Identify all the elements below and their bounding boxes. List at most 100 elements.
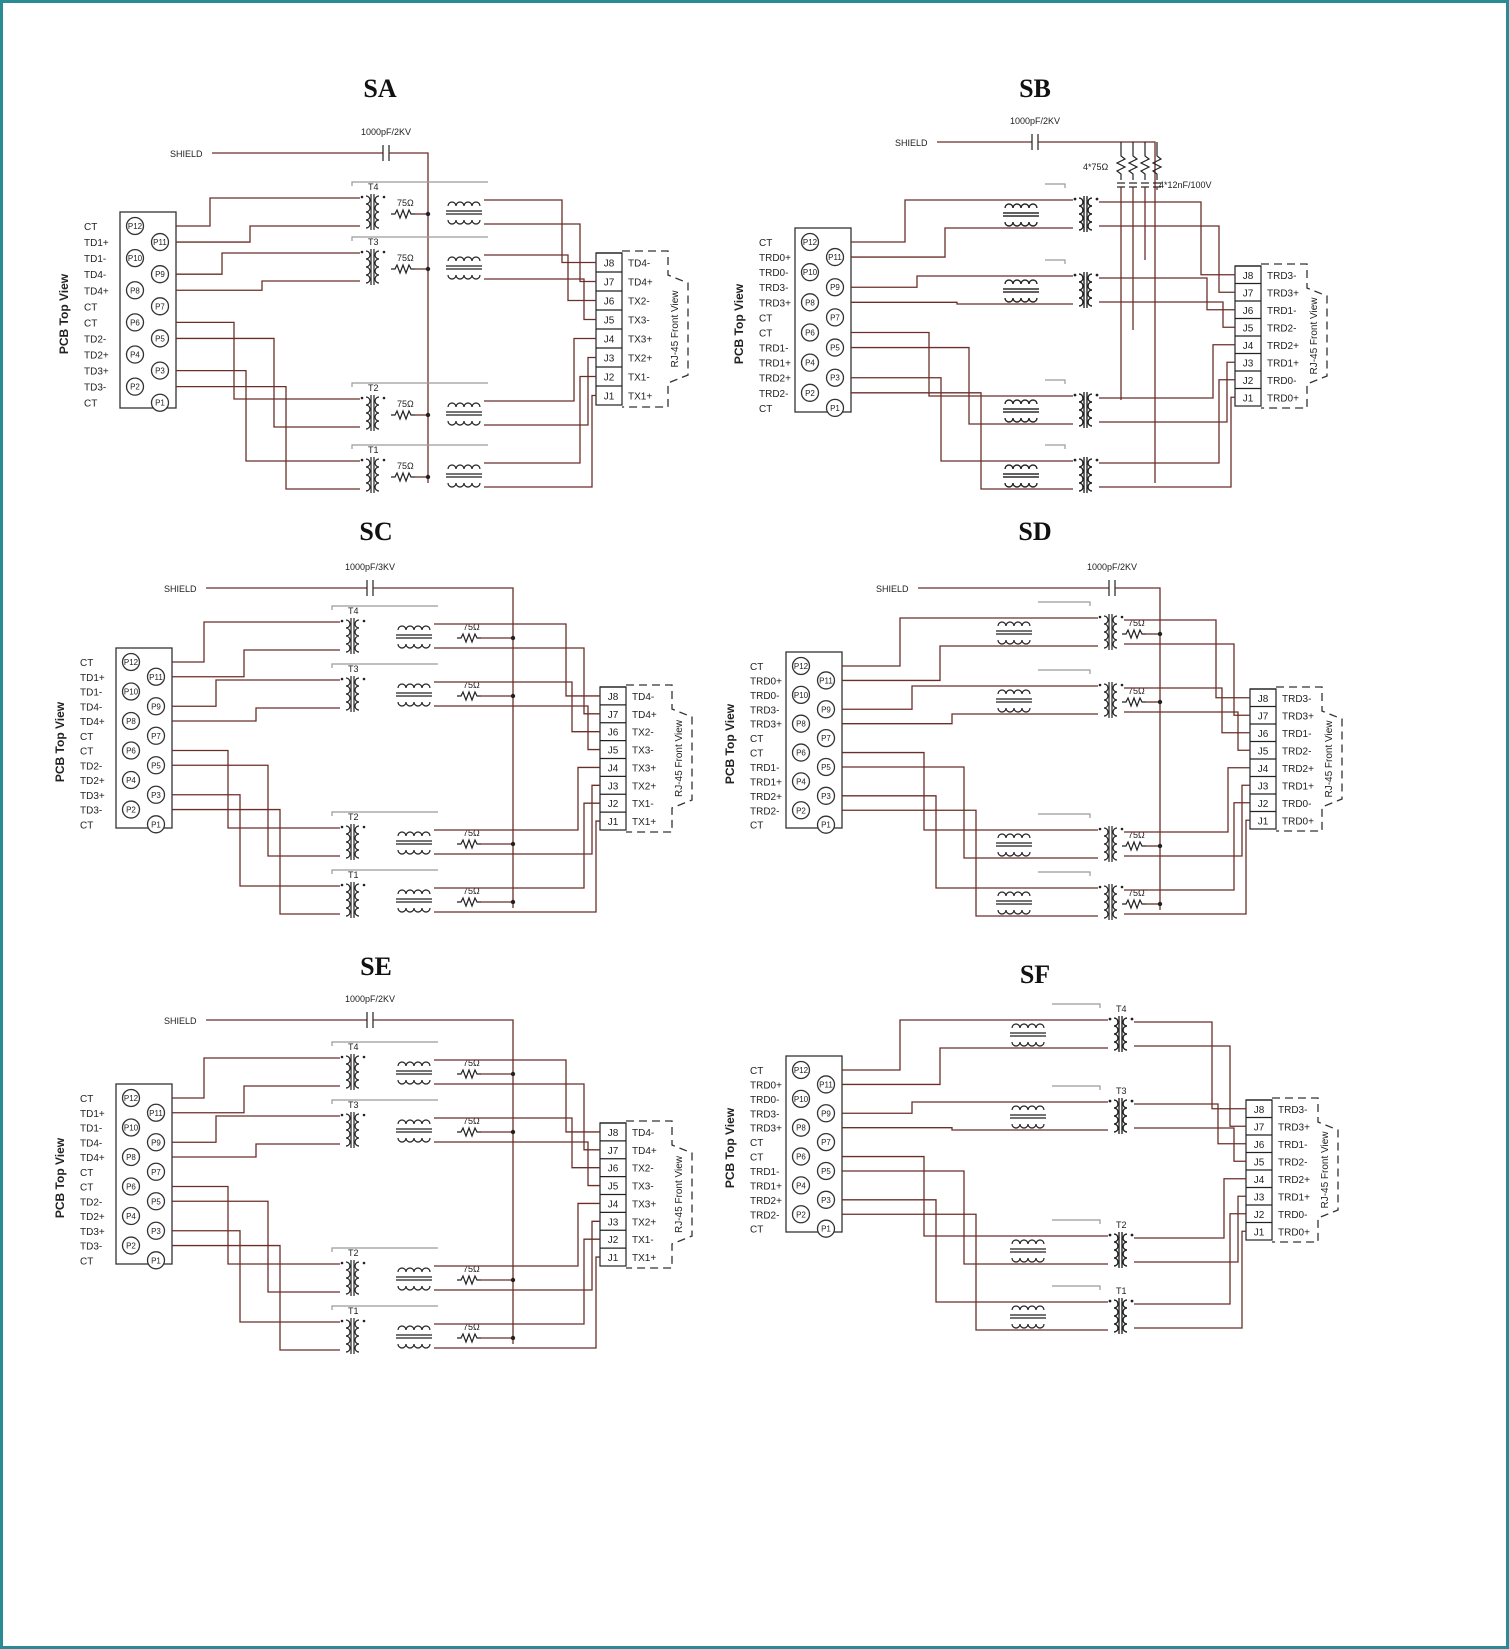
- coil: [345, 883, 351, 917]
- pin-label: P10: [794, 691, 809, 700]
- pcb-pin: P7: [816, 728, 836, 748]
- jack-signal-label: TRD3+: [1267, 288, 1299, 299]
- left-pin-label: CT: [80, 1256, 93, 1267]
- jack-pin: J8: [1258, 694, 1269, 705]
- pin-circle: [800, 323, 820, 342]
- common-mode-choke: [1003, 399, 1039, 423]
- polarity-dot: [1095, 197, 1099, 201]
- shield-label: SHIELD: [895, 138, 928, 148]
- resistor-rating: 75Ω: [463, 1322, 480, 1332]
- coil: [1004, 464, 1038, 470]
- polarity-dot: [362, 1113, 366, 1117]
- polarity-dot: [1120, 615, 1124, 619]
- wire: [842, 1127, 1108, 1131]
- resistor-rating: 75Ω: [397, 399, 414, 409]
- left-pin-label: TD1-: [80, 1124, 102, 1135]
- coil: [397, 1343, 431, 1349]
- jack-signal-label: TX3+: [632, 763, 656, 774]
- pin-label: P4: [796, 777, 806, 786]
- pcb-pin: P5: [150, 329, 170, 348]
- wire: [434, 1059, 600, 1133]
- coil: [345, 825, 351, 859]
- wire: [172, 764, 340, 857]
- jack-signal-label: TRD2+: [1267, 341, 1299, 352]
- transformer: [1073, 457, 1099, 493]
- pin-label: P3: [821, 1196, 831, 1205]
- common-mode-choke: [396, 1061, 432, 1085]
- wire: [1124, 711, 1250, 751]
- pin-label: P7: [821, 1138, 831, 1147]
- wire: [373, 587, 514, 908]
- wire: [434, 1220, 600, 1291]
- left-pin-label: TD2+: [80, 1212, 105, 1223]
- common-mode-choke: [1003, 464, 1039, 488]
- jack-signal-label: TRD1+: [1278, 1192, 1310, 1203]
- jack-signal-label: TRD3+: [1282, 711, 1314, 722]
- wire: [1038, 601, 1091, 606]
- transformer: [1073, 196, 1099, 232]
- transformer: [1073, 392, 1099, 428]
- wire: [434, 623, 600, 697]
- jack-signal-label: TX2+: [628, 354, 652, 365]
- common-mode-choke: [1010, 1239, 1046, 1263]
- jack-pin: J7: [1243, 288, 1254, 299]
- pcb-pin: P8: [791, 714, 811, 733]
- coil: [1113, 1017, 1119, 1051]
- pin-circle: [121, 1236, 141, 1255]
- polarity-dot: [1073, 273, 1077, 277]
- jack-signal-label: TX1+: [632, 817, 656, 828]
- pcb-top-view-label: PCB Top View: [53, 1137, 67, 1218]
- jack-signal-label: TD4+: [632, 1146, 657, 1157]
- left-pin-label: TRD1+: [759, 359, 791, 370]
- transformer-label: T2: [348, 1248, 359, 1258]
- pin-label: P7: [151, 732, 161, 741]
- wire: [1099, 379, 1235, 464]
- jack-pin: J7: [608, 1146, 619, 1157]
- wire: [331, 1305, 438, 1310]
- jack-signal-label: TX2-: [632, 1164, 654, 1175]
- pin-label: P8: [796, 720, 806, 729]
- resistor-rating: 75Ω: [463, 1058, 480, 1068]
- pcb-pin: P3: [146, 785, 166, 804]
- left-pin-label: TRD0+: [750, 1080, 782, 1091]
- coil: [397, 1285, 431, 1291]
- pin-circle: [121, 1206, 141, 1226]
- panel-title: SB: [1019, 74, 1051, 103]
- pin-label: P9: [830, 283, 840, 292]
- pcb-pin: P11: [816, 1075, 836, 1094]
- left-pin-labels: CTTRD0+TRD0-TRD3-TRD3+CTCTTRD1-TRD1+TRD2…: [750, 662, 782, 832]
- coil: [1113, 1299, 1119, 1333]
- pin-label: P10: [124, 1124, 139, 1133]
- common-mode-choke: [396, 625, 432, 649]
- junction-dot: [510, 1071, 516, 1077]
- polarity-dot: [340, 825, 344, 829]
- jack-signal-label: TX2-: [628, 297, 650, 308]
- left-pin-label: TD4-: [80, 1138, 102, 1149]
- capacitor-rating: 1000pF/3KV: [345, 562, 395, 572]
- jack-signal-label: TRD0-: [1282, 799, 1311, 810]
- transformer: [360, 194, 386, 230]
- pcb-pin: P6: [121, 741, 141, 760]
- pin-circle: [125, 248, 145, 268]
- pcb-pin: P4: [791, 1176, 811, 1195]
- left-pin-label: TRD2+: [750, 1196, 782, 1207]
- wire: [1045, 259, 1066, 264]
- left-pin-label: TD3+: [80, 1227, 105, 1238]
- channel-stage: [851, 377, 1235, 493]
- left-pin-label: TRD2+: [750, 792, 782, 803]
- pin-label: P5: [151, 1197, 161, 1206]
- pin-circle: [146, 1221, 166, 1240]
- channel-stage: 75Ω: [842, 601, 1250, 716]
- resistor: [391, 263, 415, 275]
- jack-pin: J7: [1258, 711, 1269, 722]
- resistor-rating: 75Ω: [1128, 830, 1145, 840]
- left-pin-label: CT: [84, 222, 97, 233]
- wire: [1124, 687, 1250, 734]
- junction-dot: [510, 1277, 516, 1283]
- channel-stage: T2: [842, 1155, 1246, 1268]
- left-pin-label: TRD0-: [750, 691, 779, 702]
- wire: [842, 809, 1098, 917]
- wire: [1052, 1003, 1101, 1008]
- polarity-dot: [1095, 273, 1099, 277]
